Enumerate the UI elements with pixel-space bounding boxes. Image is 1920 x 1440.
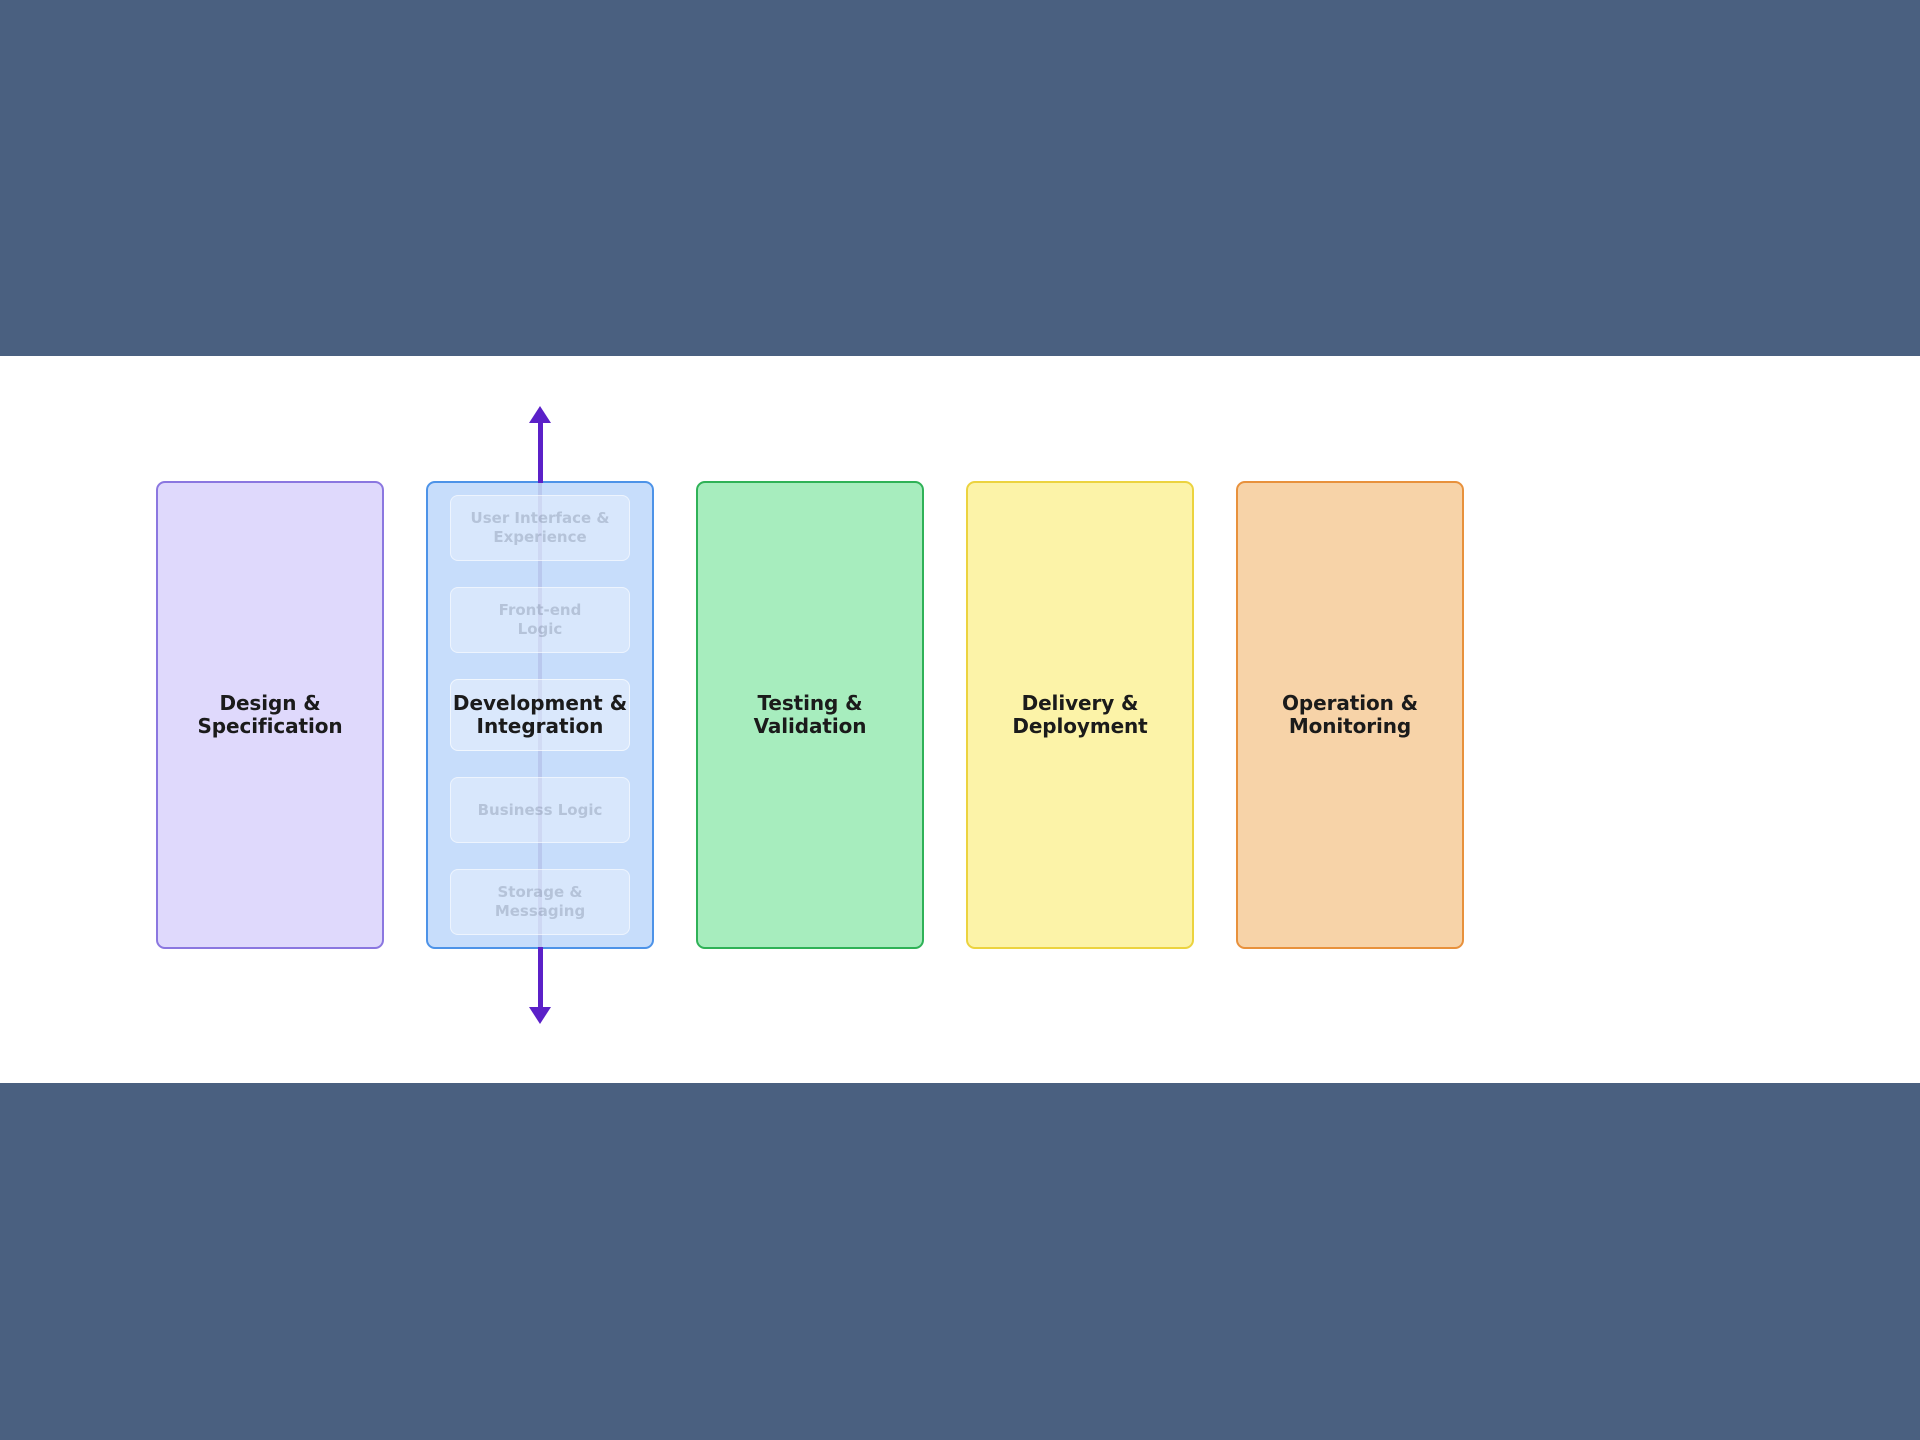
phase-card-delivery[interactable]: Delivery & Deployment bbox=[966, 481, 1194, 949]
phase-row: Design & Specification User Interface & E… bbox=[156, 406, 1464, 1024]
stack-item[interactable]: Front-end Logic bbox=[450, 587, 630, 653]
stack-connector-line bbox=[538, 459, 542, 971]
arrow-head-down-icon bbox=[529, 1007, 551, 1024]
stack-item[interactable]: Business Logic bbox=[450, 777, 630, 843]
process-flow-diagram: Design & Specification User Interface & E… bbox=[0, 356, 1920, 1083]
arrow-head-up-icon bbox=[529, 406, 551, 423]
phase-card-design[interactable]: Design & Specification bbox=[156, 481, 384, 949]
phase-label: Delivery & Deployment bbox=[1012, 690, 1148, 738]
phase-card-operation[interactable]: Operation & Monitoring bbox=[1236, 481, 1464, 949]
bottom-background-band bbox=[0, 1083, 1920, 1440]
top-background-band bbox=[0, 0, 1920, 356]
stack-item[interactable]: Storage & Messaging bbox=[450, 869, 630, 935]
phase-label: Testing & Validation bbox=[753, 690, 867, 738]
phase-card-testing[interactable]: Testing & Validation bbox=[696, 481, 924, 949]
flow-arrow-down-icon bbox=[529, 947, 551, 1024]
stack-item[interactable]: User Interface & Experience bbox=[450, 495, 630, 561]
flow-arrow-up-icon bbox=[529, 406, 551, 483]
phase-label: Operation & Monitoring bbox=[1282, 690, 1418, 738]
phase-label: Design & Specification bbox=[197, 690, 343, 738]
stack-item-active[interactable]: Development & Integration bbox=[450, 679, 630, 751]
